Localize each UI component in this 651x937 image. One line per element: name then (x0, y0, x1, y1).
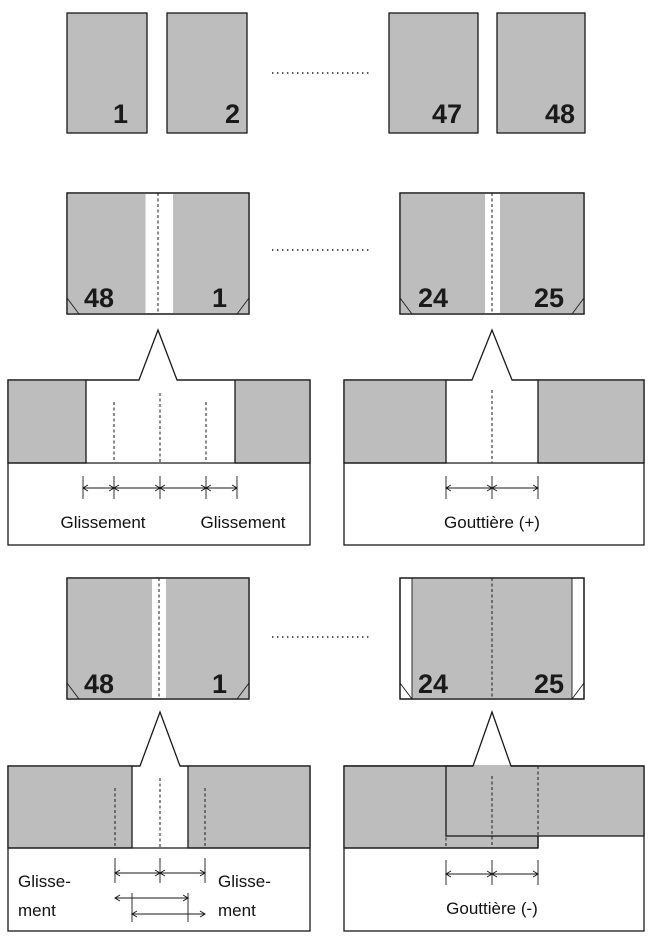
zoom-callout (132, 710, 188, 767)
spread-48-1-shift-reduced: 48 1 (66, 577, 250, 700)
page-sequence: 1 2 47 48 (66, 12, 586, 134)
label-shift-right-line1: Glisse- (218, 872, 271, 891)
spread-right-number: 1 (212, 283, 227, 313)
fold-corner-right (571, 682, 585, 700)
spread-right-number: 1 (212, 669, 227, 699)
fold-corner-left (399, 682, 413, 700)
fold-corner-left (399, 297, 413, 315)
page-48 (496, 12, 586, 134)
dimension-arrows (445, 484, 539, 492)
zoom-callout (344, 710, 644, 767)
page-right-edge (445, 765, 645, 837)
page-1 (66, 12, 148, 134)
label-shift-left: Glissement (60, 513, 145, 532)
spread-left-number: 48 (84, 669, 114, 699)
label-shift-right-line2: ment (218, 901, 256, 920)
page-2 (166, 12, 248, 134)
dimension-arrows (82, 484, 238, 492)
dimension-arrows (445, 870, 539, 878)
label-shift-left-line2: ment (18, 901, 56, 920)
page-right-edge (234, 379, 311, 464)
label-shift-right: Glissement (200, 513, 285, 532)
zoom-callout (86, 328, 235, 381)
zoom-callout (446, 328, 538, 381)
page-number-48: 48 (545, 99, 575, 129)
page-left-edge (7, 765, 133, 849)
spread-24-25-gutter-negative: 24 25 (399, 577, 585, 700)
spread-left-number: 24 (418, 669, 448, 699)
detail-shift-reduced: Glisse- ment Glisse- ment (7, 710, 311, 932)
detail-gutter-minus: Gouttière (-) (343, 710, 645, 932)
dimension-arrows (114, 869, 206, 918)
detail-gutter-plus: Gouttière (+) (343, 328, 645, 546)
page-right-edge (187, 765, 311, 849)
page-number-2: 2 (225, 99, 240, 129)
label-gutter-minus: Gouttière (-) (446, 899, 538, 918)
spread-48-1-shift: 48 1 (66, 192, 250, 315)
page-47 (388, 12, 479, 134)
fold-corner-left (66, 297, 80, 315)
spread-24-25-gutter: 24 25 (399, 192, 585, 315)
fold-corner-right (571, 297, 585, 315)
spread-left-number: 48 (84, 283, 114, 313)
fold-corner-right (236, 682, 250, 700)
page-number-47: 47 (432, 99, 462, 129)
page-right-edge (537, 379, 645, 464)
spread-right-number: 25 (534, 669, 564, 699)
spread-right-number: 25 (534, 283, 564, 313)
detail-shift: Glissement Glissement (7, 328, 311, 546)
label-gutter-plus: Gouttière (+) (444, 513, 540, 532)
page-left-edge (343, 379, 447, 464)
page-number-1: 1 (113, 99, 128, 129)
page-left-edge (7, 379, 87, 464)
fold-corner-left (66, 682, 80, 700)
fold-corner-right (236, 297, 250, 315)
spread-left-number: 24 (418, 283, 448, 313)
label-shift-left-line1: Glisse- (18, 872, 71, 891)
